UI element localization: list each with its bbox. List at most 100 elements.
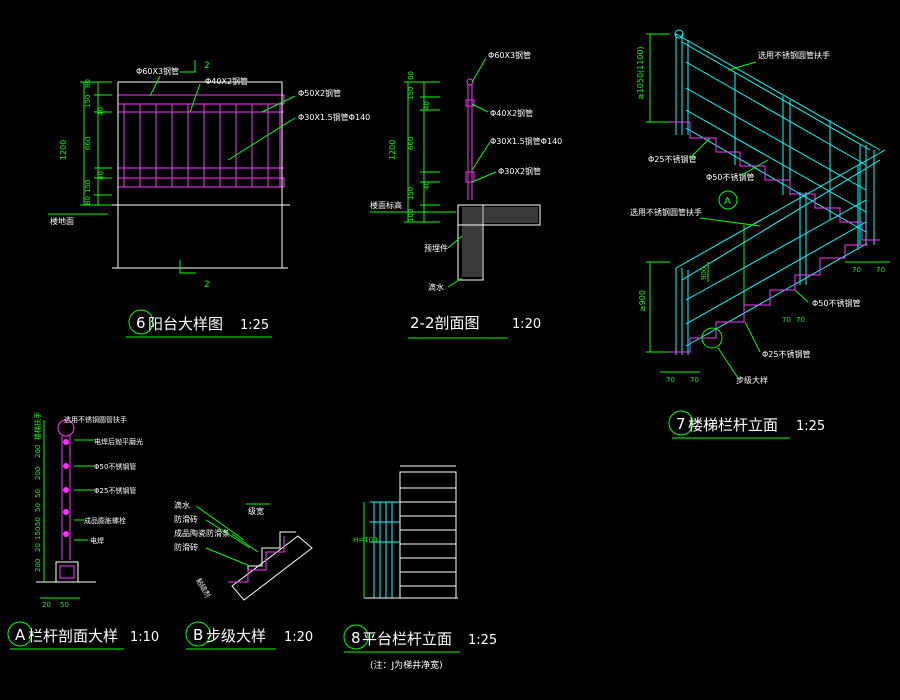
callout-antislip-tile-2: 防滑砖	[174, 542, 198, 552]
balusters	[123, 104, 281, 187]
callout-leader	[727, 61, 757, 71]
dim-70-label: 70	[876, 266, 885, 274]
section-mark-top	[180, 60, 196, 73]
callout-leader	[447, 235, 463, 249]
callout-handrail: 选用不锈钢圆管扶手	[64, 415, 127, 424]
badge-number: 6	[136, 314, 146, 332]
bottom-rail	[117, 177, 285, 188]
callout-leader	[195, 505, 245, 541]
callout-50: Φ50不锈钢管	[706, 172, 754, 182]
callout-leader	[471, 171, 497, 183]
callout-leader	[189, 83, 201, 113]
dim-70-label: 70	[666, 376, 675, 384]
callout-bolt: 成品膨胀螺栓	[84, 516, 126, 525]
badge-letter: B	[193, 626, 203, 644]
callout-30x15: Φ30X1.5钢管Φ140	[490, 136, 562, 146]
callout-drip: 滴水	[174, 500, 190, 510]
drawing-title-stair: 楼梯栏杆立面	[688, 416, 778, 434]
callout-leader	[471, 103, 489, 113]
scale-label: 1:20	[512, 317, 541, 332]
badge-letter: A	[15, 626, 26, 644]
callout-leader	[471, 57, 487, 83]
platform-note: (注：J为梯井净宽)	[370, 659, 443, 671]
note-floor-level: 楼面标高	[370, 200, 402, 210]
svg-text:20: 20	[34, 543, 42, 552]
callout-60x3: Φ60X3钢管	[136, 66, 179, 76]
step-slab	[231, 535, 313, 601]
dim-label: 660	[84, 137, 92, 150]
dim-label: 40	[423, 181, 431, 190]
rail-joint	[465, 99, 475, 107]
detail-ref-circle	[701, 327, 723, 349]
dim-label: 50	[60, 601, 69, 609]
tile-layer	[228, 536, 285, 583]
scale-label: 1:10	[130, 630, 159, 645]
callout-leader	[739, 159, 769, 177]
callout-ceramic-strip: 成品陶瓷防滑条	[174, 528, 230, 538]
scale-label: 1:25	[240, 318, 269, 333]
dim-label: 40	[97, 107, 105, 116]
svg-text:200: 200	[34, 559, 42, 572]
section-mark-bottom	[179, 260, 196, 274]
callout-leader	[227, 117, 296, 161]
note-drip: 滴水	[428, 282, 444, 292]
dim-label: 150	[84, 180, 92, 193]
callout-leader	[149, 75, 161, 97]
dim-70-label: 70	[690, 376, 699, 384]
drawing-title-platform: 平台栏杆立面	[362, 630, 452, 648]
dim-70-label: 70	[852, 266, 861, 274]
callout-25: Φ25不锈钢管	[648, 154, 696, 164]
drawing-title-balcony: 阳台大样图	[148, 315, 223, 333]
scale-label: 1:20	[284, 630, 313, 645]
callout-handrail-lower: 选用不锈钢圆管扶手	[630, 207, 702, 217]
callout-weld-polish: 电焊后抛平磨光	[94, 437, 143, 446]
callout-25-tube: Φ25不锈钢管	[94, 486, 136, 495]
callout-step-detail: 步级大样	[736, 375, 768, 385]
dim-label: 80	[84, 79, 92, 88]
callout-leader	[261, 95, 296, 113]
dim-900-label: 900	[700, 267, 708, 280]
callout-leader	[699, 217, 761, 227]
callout-30x2: Φ30X2钢管	[498, 166, 541, 176]
section-mark-top-label: 2	[204, 61, 210, 71]
dim-label: 150	[407, 187, 415, 200]
rail-nodes	[63, 439, 69, 537]
top-handrail	[117, 94, 285, 105]
svg-text:200: 200	[34, 467, 42, 480]
handrail-section	[466, 78, 474, 86]
rail-posts	[373, 502, 393, 598]
drawing-badge-b	[185, 621, 211, 647]
rail-joint	[465, 171, 475, 183]
drawing-badge-6	[128, 309, 154, 335]
callout-leader	[447, 277, 463, 288]
well-outline	[399, 471, 457, 599]
height-label: H=100	[353, 536, 378, 544]
dim-labels: 楼梯扶手 200 200 50 50 50 150 20 200	[33, 412, 42, 572]
drawing-badge-8	[343, 624, 369, 650]
dim-ticks	[404, 81, 440, 223]
height-top-label: ≥1050(1100)	[636, 46, 645, 100]
callout-leader	[689, 137, 711, 159]
svg-text:楼梯扶手: 楼梯扶手	[33, 412, 42, 440]
callout-adhesive: 粘结剂	[194, 577, 212, 600]
lower-stair-steps	[660, 244, 868, 353]
dim-total-label: 1200	[388, 140, 397, 160]
floor-label: 楼地面	[50, 216, 74, 226]
section-mark-bottom-label: 2	[204, 280, 210, 290]
rail-section-drawing: 楼梯扶手 200 200 50 50 50 150 20 200 20 50 选…	[7, 412, 159, 650]
callout-50x2: Φ50X2钢管	[298, 88, 341, 98]
anchor-plate	[59, 565, 75, 579]
platform-elevation-drawing: H=100 8 平台栏杆立面 1:25 (注：J为梯井净宽)	[343, 465, 497, 671]
dim-label: 660	[407, 137, 415, 150]
svg-text:50: 50	[34, 489, 42, 498]
base-block	[55, 561, 79, 583]
lower-posts	[675, 165, 859, 355]
scale-label: 1:25	[468, 633, 497, 648]
dim-label: 100	[407, 209, 415, 222]
dim-70-label: 70	[796, 316, 805, 324]
dim-label: 40	[97, 171, 105, 180]
callout-leader	[794, 289, 809, 303]
scale-label: 1:25	[796, 419, 825, 434]
callout-leader	[744, 321, 761, 353]
